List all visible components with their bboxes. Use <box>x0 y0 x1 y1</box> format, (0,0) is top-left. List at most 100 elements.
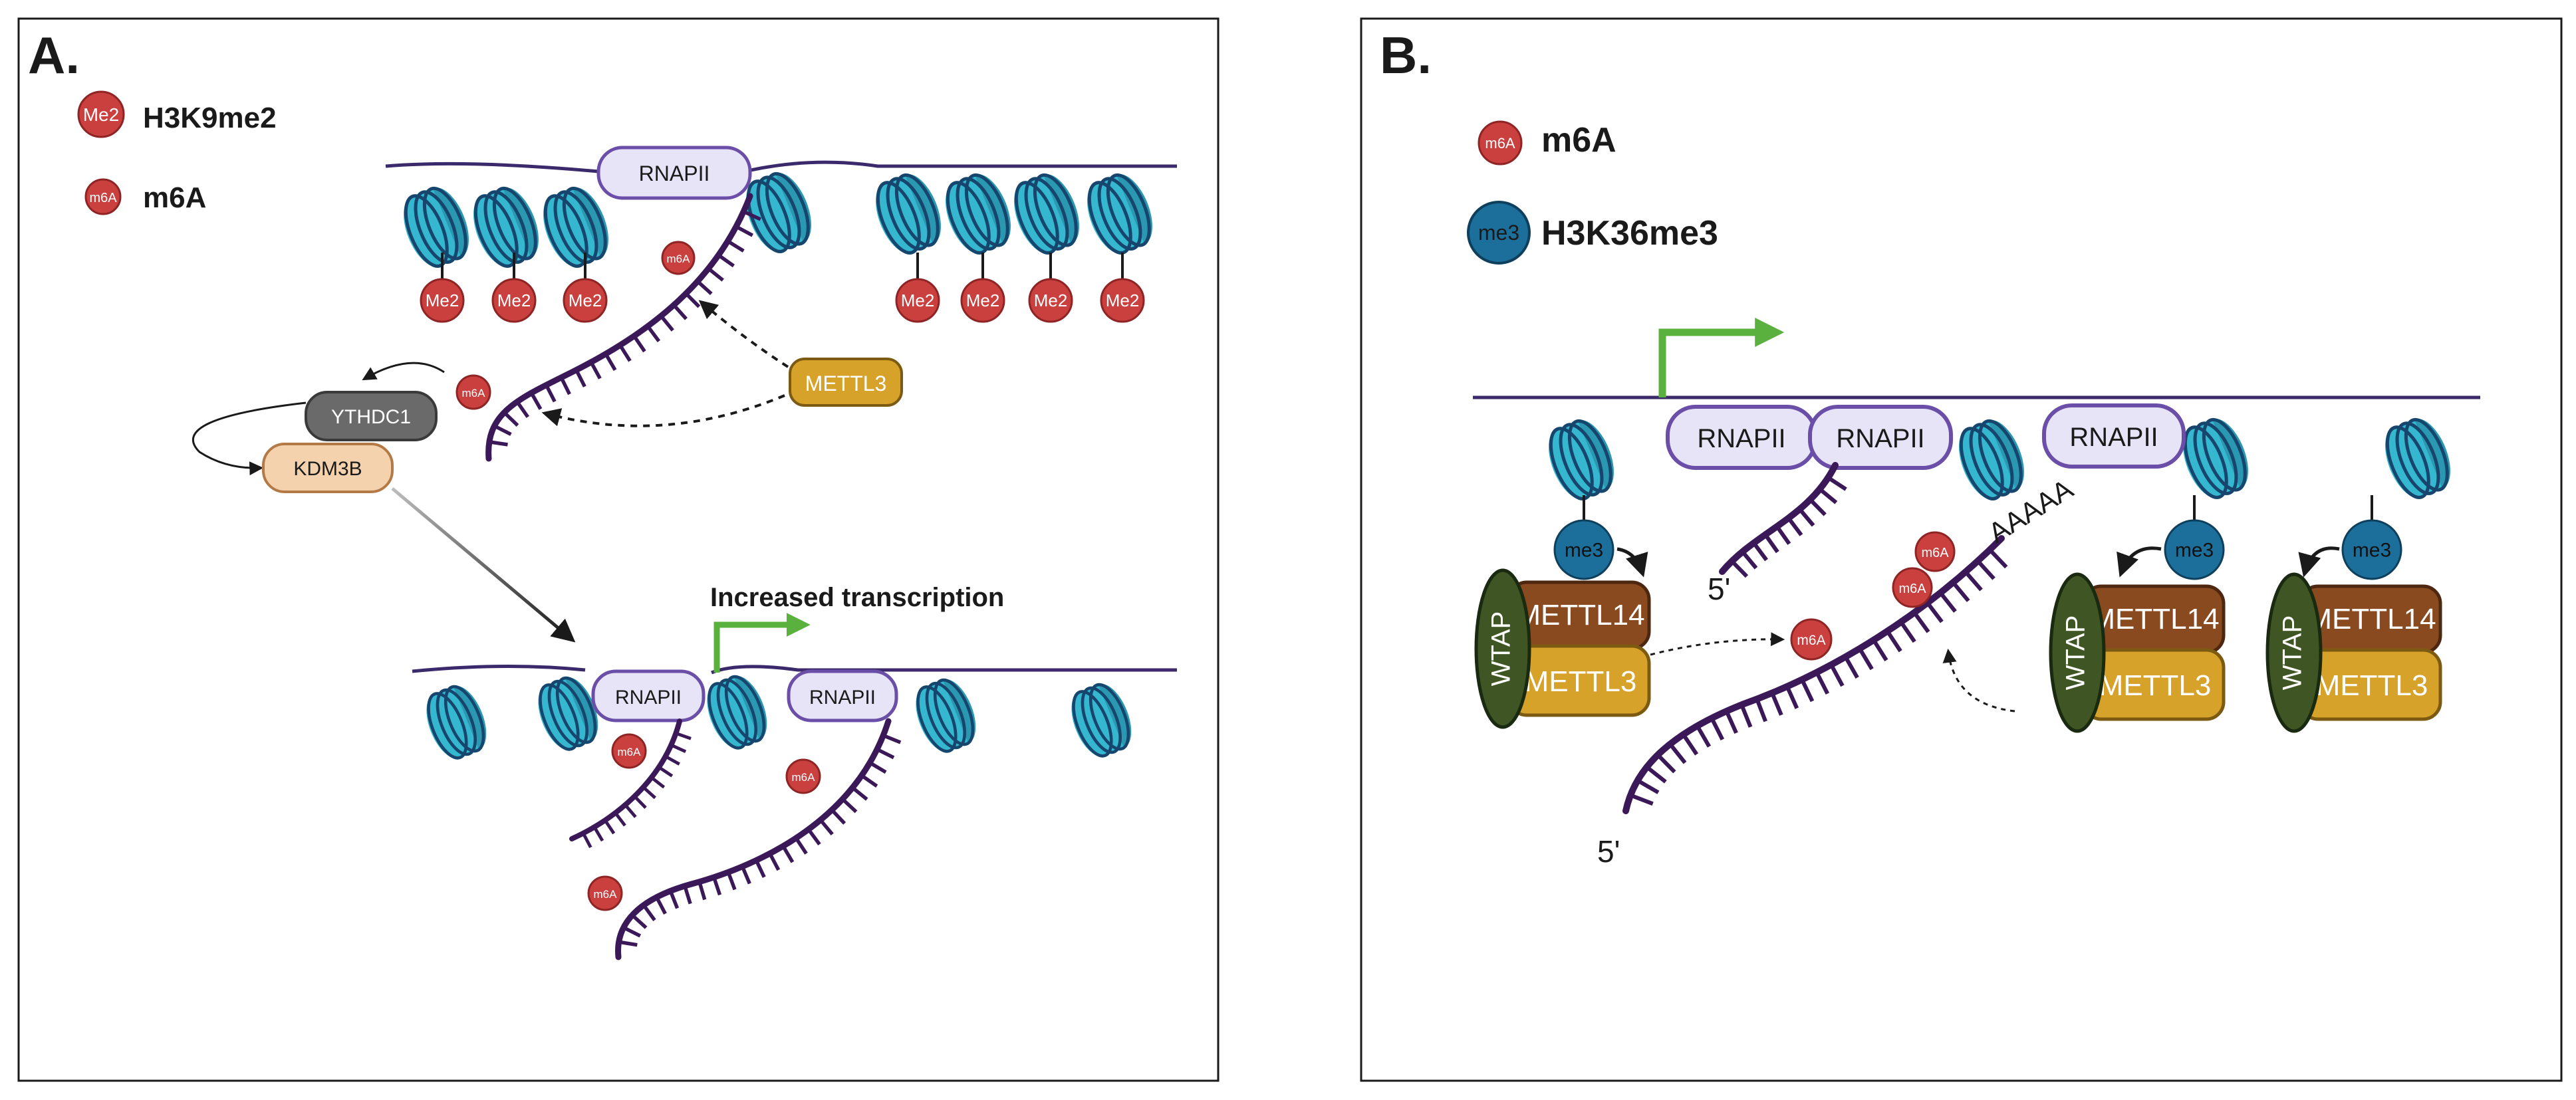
rna-base <box>1656 753 1676 774</box>
legend-m6a-badge-text: m6A <box>89 191 117 205</box>
m6a-mark-bottom-1-text: m6A <box>618 746 642 758</box>
histone-mark <box>420 278 465 323</box>
legend-m6a-icon <box>84 178 122 215</box>
rna-base <box>632 335 646 353</box>
legend-me2-label: H3K9me2 <box>143 102 277 134</box>
panel-b-legend: m6A m6A me3 H3K36me3 <box>1467 120 1718 265</box>
rna-base <box>529 391 543 410</box>
rna-backbone <box>1719 462 1839 575</box>
m6a-mark-b-3-text: m6A <box>1797 633 1825 648</box>
nascent-rna-b-long <box>1622 535 2008 814</box>
rna-base <box>575 369 586 387</box>
rna-base <box>717 253 735 268</box>
rna-base <box>876 747 895 760</box>
rna-base <box>683 885 692 905</box>
m6a-mark-bottom-2-text: m6A <box>792 771 816 784</box>
wtap-ellipse <box>1474 568 1531 729</box>
nucleosome <box>746 171 811 253</box>
rna-base <box>1926 602 1944 623</box>
rna-base <box>622 926 642 938</box>
nucleosome <box>1087 173 1152 255</box>
panel-a-legend: Me2 H3K9me2 m6A m6A <box>77 90 277 215</box>
rna-base <box>1682 733 1699 756</box>
rna-base <box>581 832 592 848</box>
ythdc1-to-kdm3b-arrow <box>192 401 307 476</box>
histone-mark <box>563 278 608 323</box>
mettl3-label: METTL3 <box>1525 665 1637 698</box>
rna-base <box>631 913 648 929</box>
rna-base <box>1827 476 1847 491</box>
rnapii-top-label: RNAPII <box>639 162 710 185</box>
legend-m6a-label: m6A <box>143 181 206 214</box>
rna-base <box>675 731 692 740</box>
m6a-mark-end <box>455 374 491 410</box>
rna-base <box>589 361 602 380</box>
rna-base <box>603 819 616 835</box>
m6a-mark-b-1 <box>1914 531 1956 572</box>
m6a-mark-bottom-1 <box>611 733 647 769</box>
histone-mark <box>1553 519 1614 580</box>
legend-me3-icon <box>1467 201 1531 265</box>
mettl3-box-a <box>789 358 903 407</box>
m6a-mark-bottom-3-text: m6A <box>594 888 618 901</box>
legend-me2-badge-text: Me2 <box>83 104 119 125</box>
rna-base <box>1710 717 1725 740</box>
m6a-mark-b-2-text: m6A <box>1898 582 1926 596</box>
rna-base <box>707 267 724 282</box>
rnapii-b-3-label: RNAPII <box>2069 423 2158 452</box>
nascent-rna-bottom-1 <box>569 718 692 848</box>
mettl14-label: METTL14 <box>1516 599 1644 631</box>
rna-base <box>1785 685 1799 709</box>
rna-base <box>1739 704 1753 728</box>
rna-base <box>1629 793 1654 806</box>
panel-a-letter: A. <box>28 26 80 84</box>
rna-base <box>768 852 781 871</box>
rna-base <box>1724 710 1738 734</box>
kdm3b-box <box>262 443 394 493</box>
nucleosome <box>1549 419 1614 500</box>
legend-m6a-badge-text-b: m6A <box>1485 135 1515 152</box>
rna-base <box>781 845 795 863</box>
rna-base <box>664 754 680 766</box>
rna-base <box>794 837 808 855</box>
nucleosome <box>946 173 1011 255</box>
rna-base <box>489 440 508 447</box>
rnapii-bottom-1 <box>591 669 706 722</box>
m6a-mark-bottom-2 <box>785 758 821 794</box>
rna-base <box>1770 692 1783 716</box>
rna-base <box>1755 698 1767 722</box>
five-prime-long: 5' <box>1597 834 1620 869</box>
rna-base <box>633 795 647 809</box>
rna-base <box>712 876 722 896</box>
rna-base <box>1885 629 1902 653</box>
histone-mark-text: me3 <box>1565 540 1603 562</box>
rna-base <box>1798 508 1815 527</box>
rna-base <box>658 766 674 778</box>
rna-base <box>545 384 557 403</box>
rna-base <box>503 411 519 427</box>
dna-strand-bottom <box>412 664 1177 675</box>
rna-base <box>1899 621 1916 643</box>
rna-base <box>668 890 680 909</box>
panel-b-letter: B. <box>1380 26 1432 84</box>
histone-mark <box>1028 278 1073 323</box>
histone-mark-text: Me2 <box>569 290 602 310</box>
m6a-mark-top <box>661 241 696 275</box>
rna-base <box>493 424 512 436</box>
rna-base <box>754 859 766 878</box>
rnapii-bottom-1-label: RNAPII <box>615 687 682 709</box>
rna-base <box>727 239 745 253</box>
histone-mark-text: Me2 <box>901 290 935 310</box>
m6a-to-ythdc1-arrow <box>362 362 445 381</box>
transcription-arrow-a <box>713 613 811 673</box>
rna-base <box>1843 655 1859 679</box>
nucleosome <box>1959 419 2024 500</box>
rna-base <box>660 314 674 332</box>
rna-base <box>592 826 604 842</box>
rna-base <box>1730 560 1749 578</box>
